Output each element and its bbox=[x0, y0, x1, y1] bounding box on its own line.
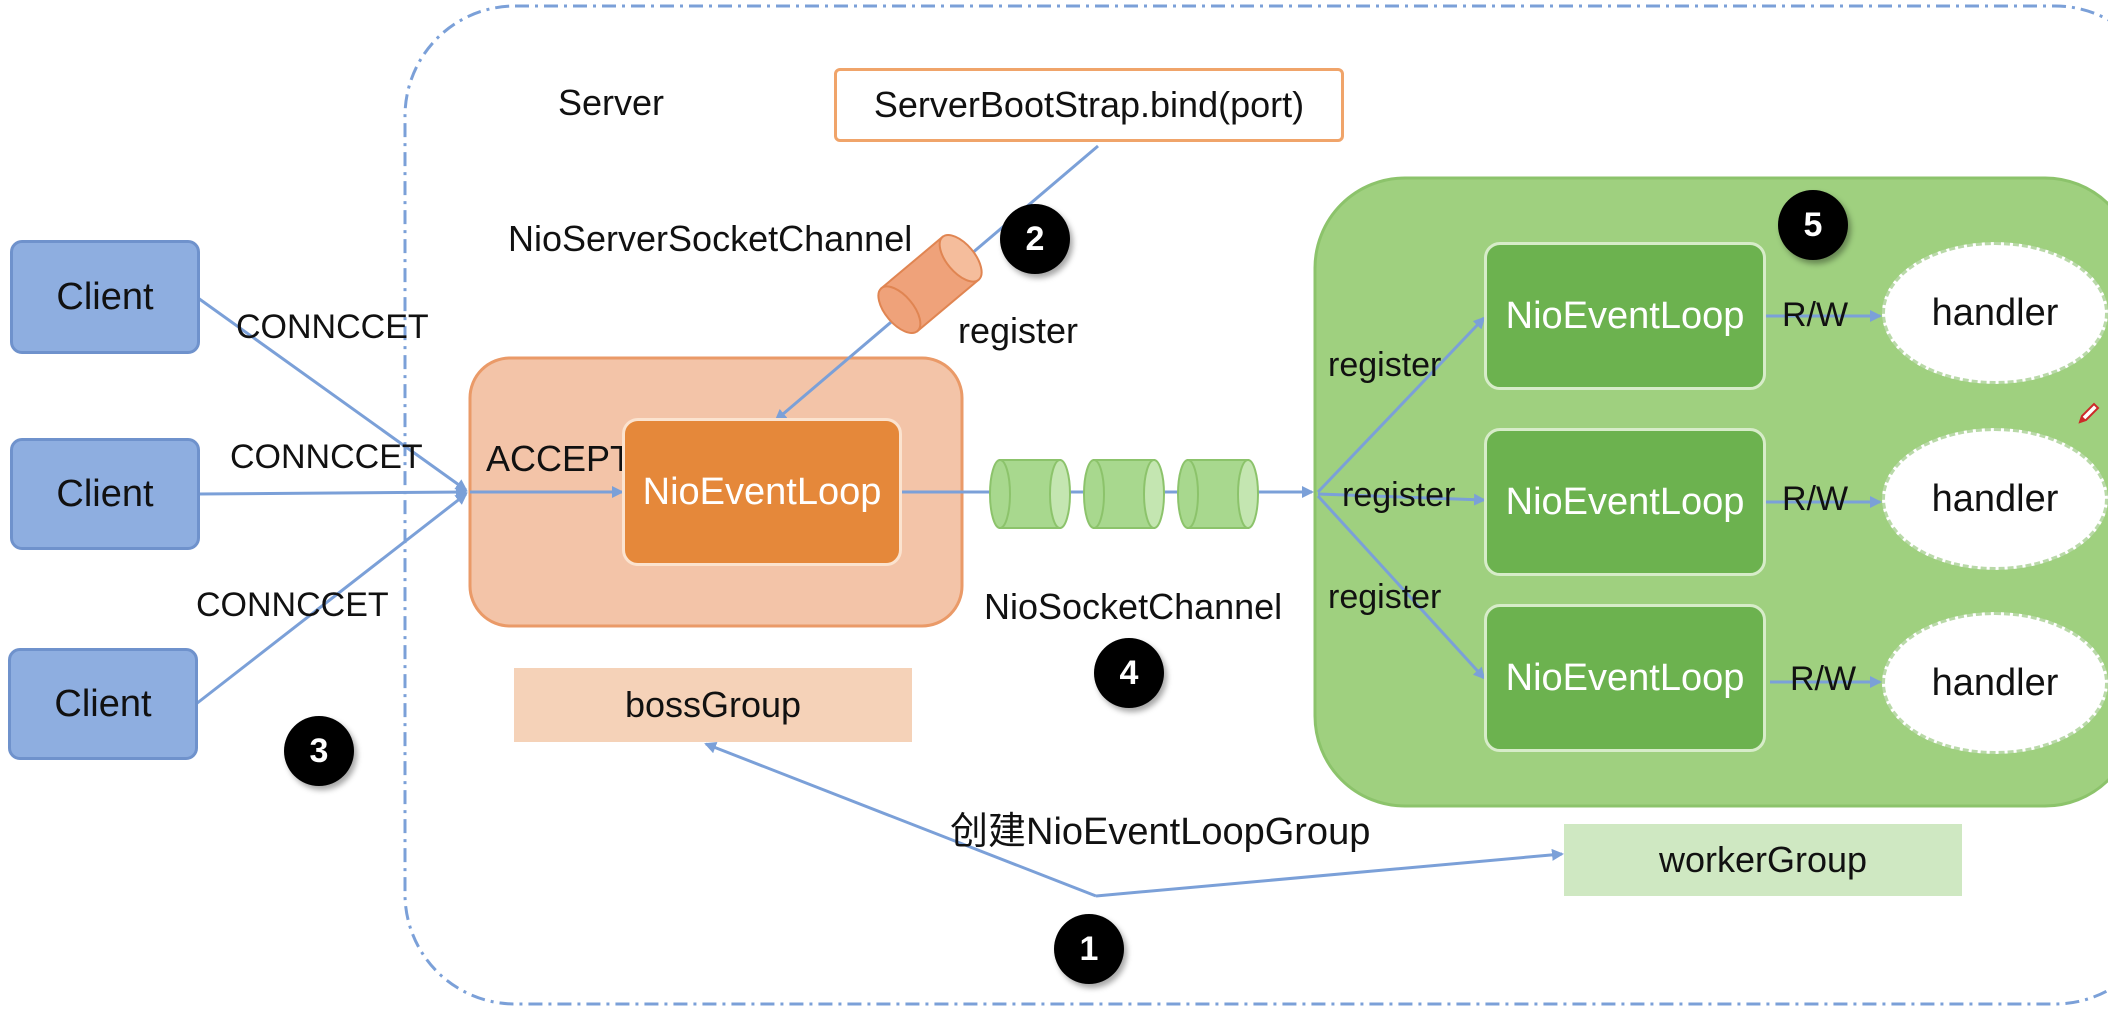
handler-node: handler bbox=[1882, 612, 2108, 754]
register-arrow-1 bbox=[1316, 316, 1486, 494]
socket-channel-cylinder bbox=[989, 459, 1071, 529]
connect-arrow-2 bbox=[197, 486, 468, 499]
connect-label: CONNCCET bbox=[196, 586, 389, 624]
register-label-bootstrap: register bbox=[958, 310, 1079, 351]
create-boss-arrow bbox=[704, 742, 1097, 898]
socket-channel-cylinder bbox=[1177, 459, 1259, 529]
client-node: Client bbox=[10, 438, 200, 550]
worker-event-loop: NioEventLoop bbox=[1484, 242, 1766, 390]
pen-cursor-icon bbox=[2078, 402, 2100, 424]
accept-label: ACCEPT bbox=[486, 438, 633, 479]
rw-label: R/W bbox=[1790, 660, 1857, 698]
step-number: 5 bbox=[1778, 190, 1848, 260]
socket-channel-label: NioSocketChannel bbox=[984, 586, 1283, 627]
connect-arrow-3 bbox=[195, 492, 468, 706]
worker-event-loop: NioEventLoop bbox=[1484, 428, 1766, 576]
rw-label: R/W bbox=[1782, 480, 1849, 518]
server-socket-channel-cylinder bbox=[877, 234, 983, 334]
register-label: register bbox=[1328, 578, 1442, 616]
handler-node: handler bbox=[1882, 428, 2108, 570]
connect-label: CONNCCET bbox=[230, 438, 423, 476]
server-socket-channel-label: NioServerSocketChannel bbox=[508, 218, 913, 259]
socket-channel-cylinder bbox=[1083, 459, 1165, 529]
connect-label: CONNCCET bbox=[236, 308, 429, 346]
register-arrow-2 bbox=[1317, 492, 1486, 506]
server-label: Server bbox=[558, 82, 665, 123]
register-label: register bbox=[1342, 476, 1456, 514]
rw-label: R/W bbox=[1782, 296, 1849, 334]
server-bootstrap-box: ServerBootStrap.bind(port) bbox=[834, 68, 1344, 142]
create-worker-arrow bbox=[1095, 848, 1564, 898]
server-boundary bbox=[403, 4, 2108, 1006]
client-node: Client bbox=[10, 240, 200, 354]
register-arrow-3 bbox=[1316, 494, 1486, 680]
worker-event-loop: NioEventLoop bbox=[1484, 604, 1766, 752]
worker-group-label: workerGroup bbox=[1564, 824, 1962, 896]
boss-group-label: bossGroup bbox=[514, 668, 912, 742]
boss-event-loop: NioEventLoop bbox=[622, 418, 902, 566]
client-node: Client bbox=[8, 648, 198, 760]
step-number: 1 bbox=[1054, 914, 1124, 984]
create-group-label: 创建NioEventLoopGroup bbox=[950, 811, 1371, 853]
step-number: 4 bbox=[1094, 638, 1164, 708]
step-number: 2 bbox=[1000, 204, 1070, 274]
handler-node: handler bbox=[1882, 242, 2108, 384]
register-label: register bbox=[1328, 346, 1442, 384]
connect-arrow-1 bbox=[197, 296, 468, 492]
step-number: 3 bbox=[284, 716, 354, 786]
